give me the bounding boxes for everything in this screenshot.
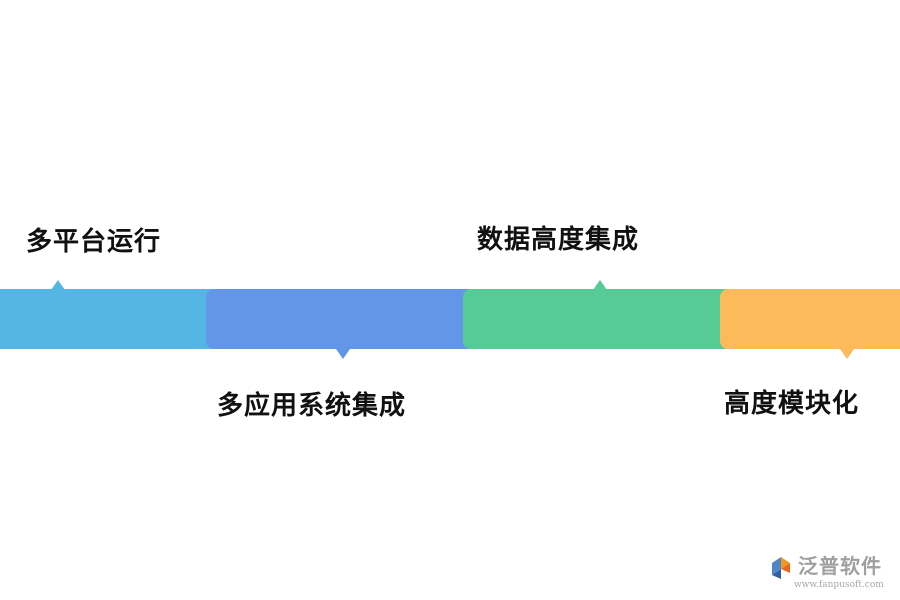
pointer-up-1 — [51, 280, 65, 290]
timeline-segment-3 — [463, 289, 738, 349]
fanpu-logo-icon — [772, 557, 790, 579]
timeline-segment-4 — [720, 289, 900, 349]
watermark-url: www.fanpusoft.com — [794, 580, 884, 590]
watermark-brand: 泛普软件 — [798, 554, 882, 578]
pointer-down-4 — [840, 349, 854, 359]
pointer-down-2 — [336, 349, 350, 359]
step-label-3: 数据高度集成 — [477, 225, 640, 255]
watermark-logo: 泛普软件 www.fanpusoft.com — [768, 553, 894, 593]
timeline-segment-1 — [0, 289, 220, 349]
step-label-4: 高度模块化 — [724, 389, 860, 419]
step-label-2: 多应用系统集成 — [217, 391, 407, 421]
pointer-up-3 — [593, 280, 607, 290]
step-label-1: 多平台运行 — [26, 227, 162, 257]
timeline-segment-2 — [206, 289, 476, 349]
